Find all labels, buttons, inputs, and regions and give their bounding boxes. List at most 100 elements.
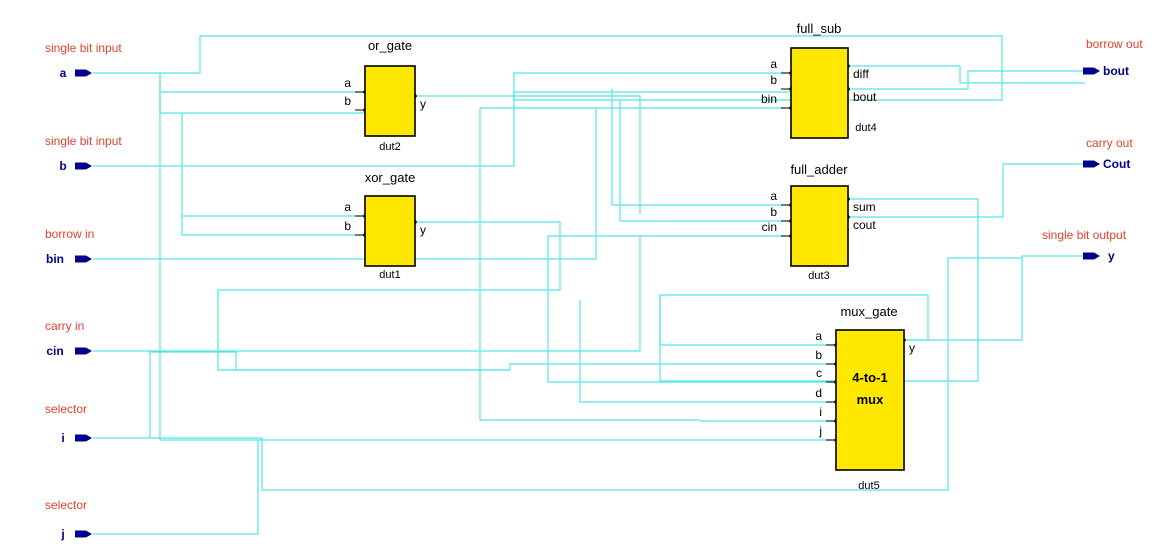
block-body-dut5[interactable] — [835, 329, 905, 471]
input-port-i[interactable]: selector i — [45, 402, 92, 445]
io-ports-layer: single bit input a single bit input b borrow… — [45, 37, 1143, 541]
port-label-in-dut1-b: b — [344, 219, 351, 233]
input-desc-j: selector — [45, 498, 87, 512]
output-name-Cout: Cout — [1103, 157, 1130, 171]
input-name-b: b — [59, 159, 66, 173]
port-label-out-dut3-cout: cout — [853, 218, 876, 232]
port-label-in-dut3-cin: cin — [762, 220, 777, 234]
port-label-out-dut5-y: y — [909, 341, 915, 355]
wires-layer — [93, 35, 1085, 535]
net-b-to-mux[interactable] — [509, 363, 836, 370]
port-label-out-dut4-bout: bout — [853, 90, 877, 104]
input-desc-cin: carry in — [45, 319, 84, 333]
input-name-a: a — [60, 66, 67, 80]
net-bout-out[interactable] — [848, 70, 1085, 90]
net-mux-y-to-out[interactable] — [904, 255, 1085, 341]
input-name-i: i — [61, 431, 64, 445]
port-label-out-dut2-y: y — [420, 97, 426, 111]
net-diff-out[interactable] — [848, 65, 1085, 84]
port-label-out-dut4-diff: diff — [853, 67, 869, 81]
block-body-text-dut5-1: mux — [857, 392, 885, 407]
block-title-dut4: full_sub — [797, 21, 842, 36]
net-or-y-out[interactable] — [415, 95, 641, 214]
net-a-to-sub[interactable] — [513, 72, 791, 100]
port-label-in-dut4-a: a — [770, 57, 777, 71]
input-arrow-icon-cin[interactable] — [75, 347, 92, 355]
block-title-dut5: mux_gate — [840, 304, 897, 319]
net-a-to-add[interactable] — [611, 89, 791, 206]
block-body-dut1[interactable] — [364, 195, 416, 267]
block-body-dut2[interactable] — [364, 65, 416, 137]
port-label-in-dut5-i: i — [819, 405, 822, 419]
net-b-main[interactable] — [93, 91, 791, 167]
block-instance-dut2: dut2 — [379, 141, 400, 153]
input-desc-bin: borrow in — [45, 227, 94, 241]
net-b-or[interactable] — [159, 91, 365, 113]
net-sub-feed[interactable] — [479, 108, 700, 421]
block-instance-dut4: dut4 — [855, 122, 876, 134]
net-i-main[interactable] — [93, 257, 1022, 491]
input-desc-i: selector — [45, 402, 87, 416]
input-arrow-icon-b[interactable] — [75, 162, 92, 170]
block-body-dut4[interactable] — [790, 47, 849, 139]
port-label-out-dut1-y: y — [420, 223, 426, 237]
input-port-bin[interactable]: borrow in bin — [45, 227, 94, 266]
net-a-to-xor[interactable] — [181, 113, 365, 217]
port-label-in-dut2-b: b — [344, 94, 351, 108]
port-label-in-dut5-b: b — [815, 348, 822, 362]
input-name-bin: bin — [46, 252, 64, 266]
block-dut4[interactable]: full_sub dut4 ab bin diff bout — [761, 21, 877, 139]
net-cin-main[interactable] — [93, 235, 791, 352]
output-arrow-icon-Cout[interactable] — [1083, 160, 1100, 168]
net-j-main[interactable] — [93, 439, 836, 535]
output-arrow-icon-y[interactable] — [1083, 252, 1100, 260]
net-d-to-mux[interactable] — [579, 300, 836, 403]
input-desc-b: single bit input — [45, 134, 122, 148]
output-name-y: y — [1108, 249, 1115, 263]
port-label-in-dut4-bin: bin — [761, 92, 777, 106]
port-label-in-dut5-d: d — [815, 386, 822, 400]
net-bin-main[interactable] — [93, 107, 791, 260]
net-j-route[interactable] — [159, 73, 258, 441]
net-c-to-mux[interactable] — [547, 236, 836, 383]
net-a-fanout[interactable] — [93, 72, 365, 114]
input-arrow-icon-bin[interactable] — [75, 255, 92, 263]
net-b-xor[interactable] — [181, 216, 365, 236]
port-label-in-dut2-a: a — [344, 76, 351, 90]
input-port-b[interactable]: single bit input b — [45, 134, 122, 173]
output-arrow-icon-bout[interactable] — [1083, 67, 1100, 75]
input-arrow-icon-i[interactable] — [75, 434, 92, 442]
block-body-text-dut5-0: 4-to-1 — [852, 370, 887, 385]
block-title-dut3: full_adder — [790, 162, 848, 177]
input-port-a[interactable]: single bit input a — [45, 41, 122, 80]
net-cout-out[interactable] — [848, 163, 1085, 218]
input-arrow-icon-j[interactable] — [75, 530, 92, 538]
port-label-in-dut3-b: b — [770, 205, 777, 219]
block-body-dut3[interactable] — [790, 185, 849, 267]
net-sum-out[interactable] — [660, 198, 979, 382]
input-name-j: j — [60, 527, 64, 541]
port-label-in-dut4-b: b — [770, 73, 777, 87]
input-port-j[interactable]: selector j — [45, 498, 92, 541]
input-arrow-icon-a[interactable] — [75, 69, 92, 77]
net-a-branch-top[interactable] — [160, 35, 1003, 101]
port-label-in-dut5-c: c — [816, 366, 822, 380]
net-i-route[interactable] — [149, 351, 510, 438]
port-label-in-dut3-a: a — [770, 189, 777, 203]
port-label-in-dut5-j: j — [818, 424, 822, 438]
port-label-in-dut1-a: a — [344, 200, 351, 214]
input-desc-a: single bit input — [45, 41, 122, 55]
port-label-out-dut3-sum: sum — [853, 200, 876, 214]
output-desc-bout: borrow out — [1086, 37, 1143, 51]
